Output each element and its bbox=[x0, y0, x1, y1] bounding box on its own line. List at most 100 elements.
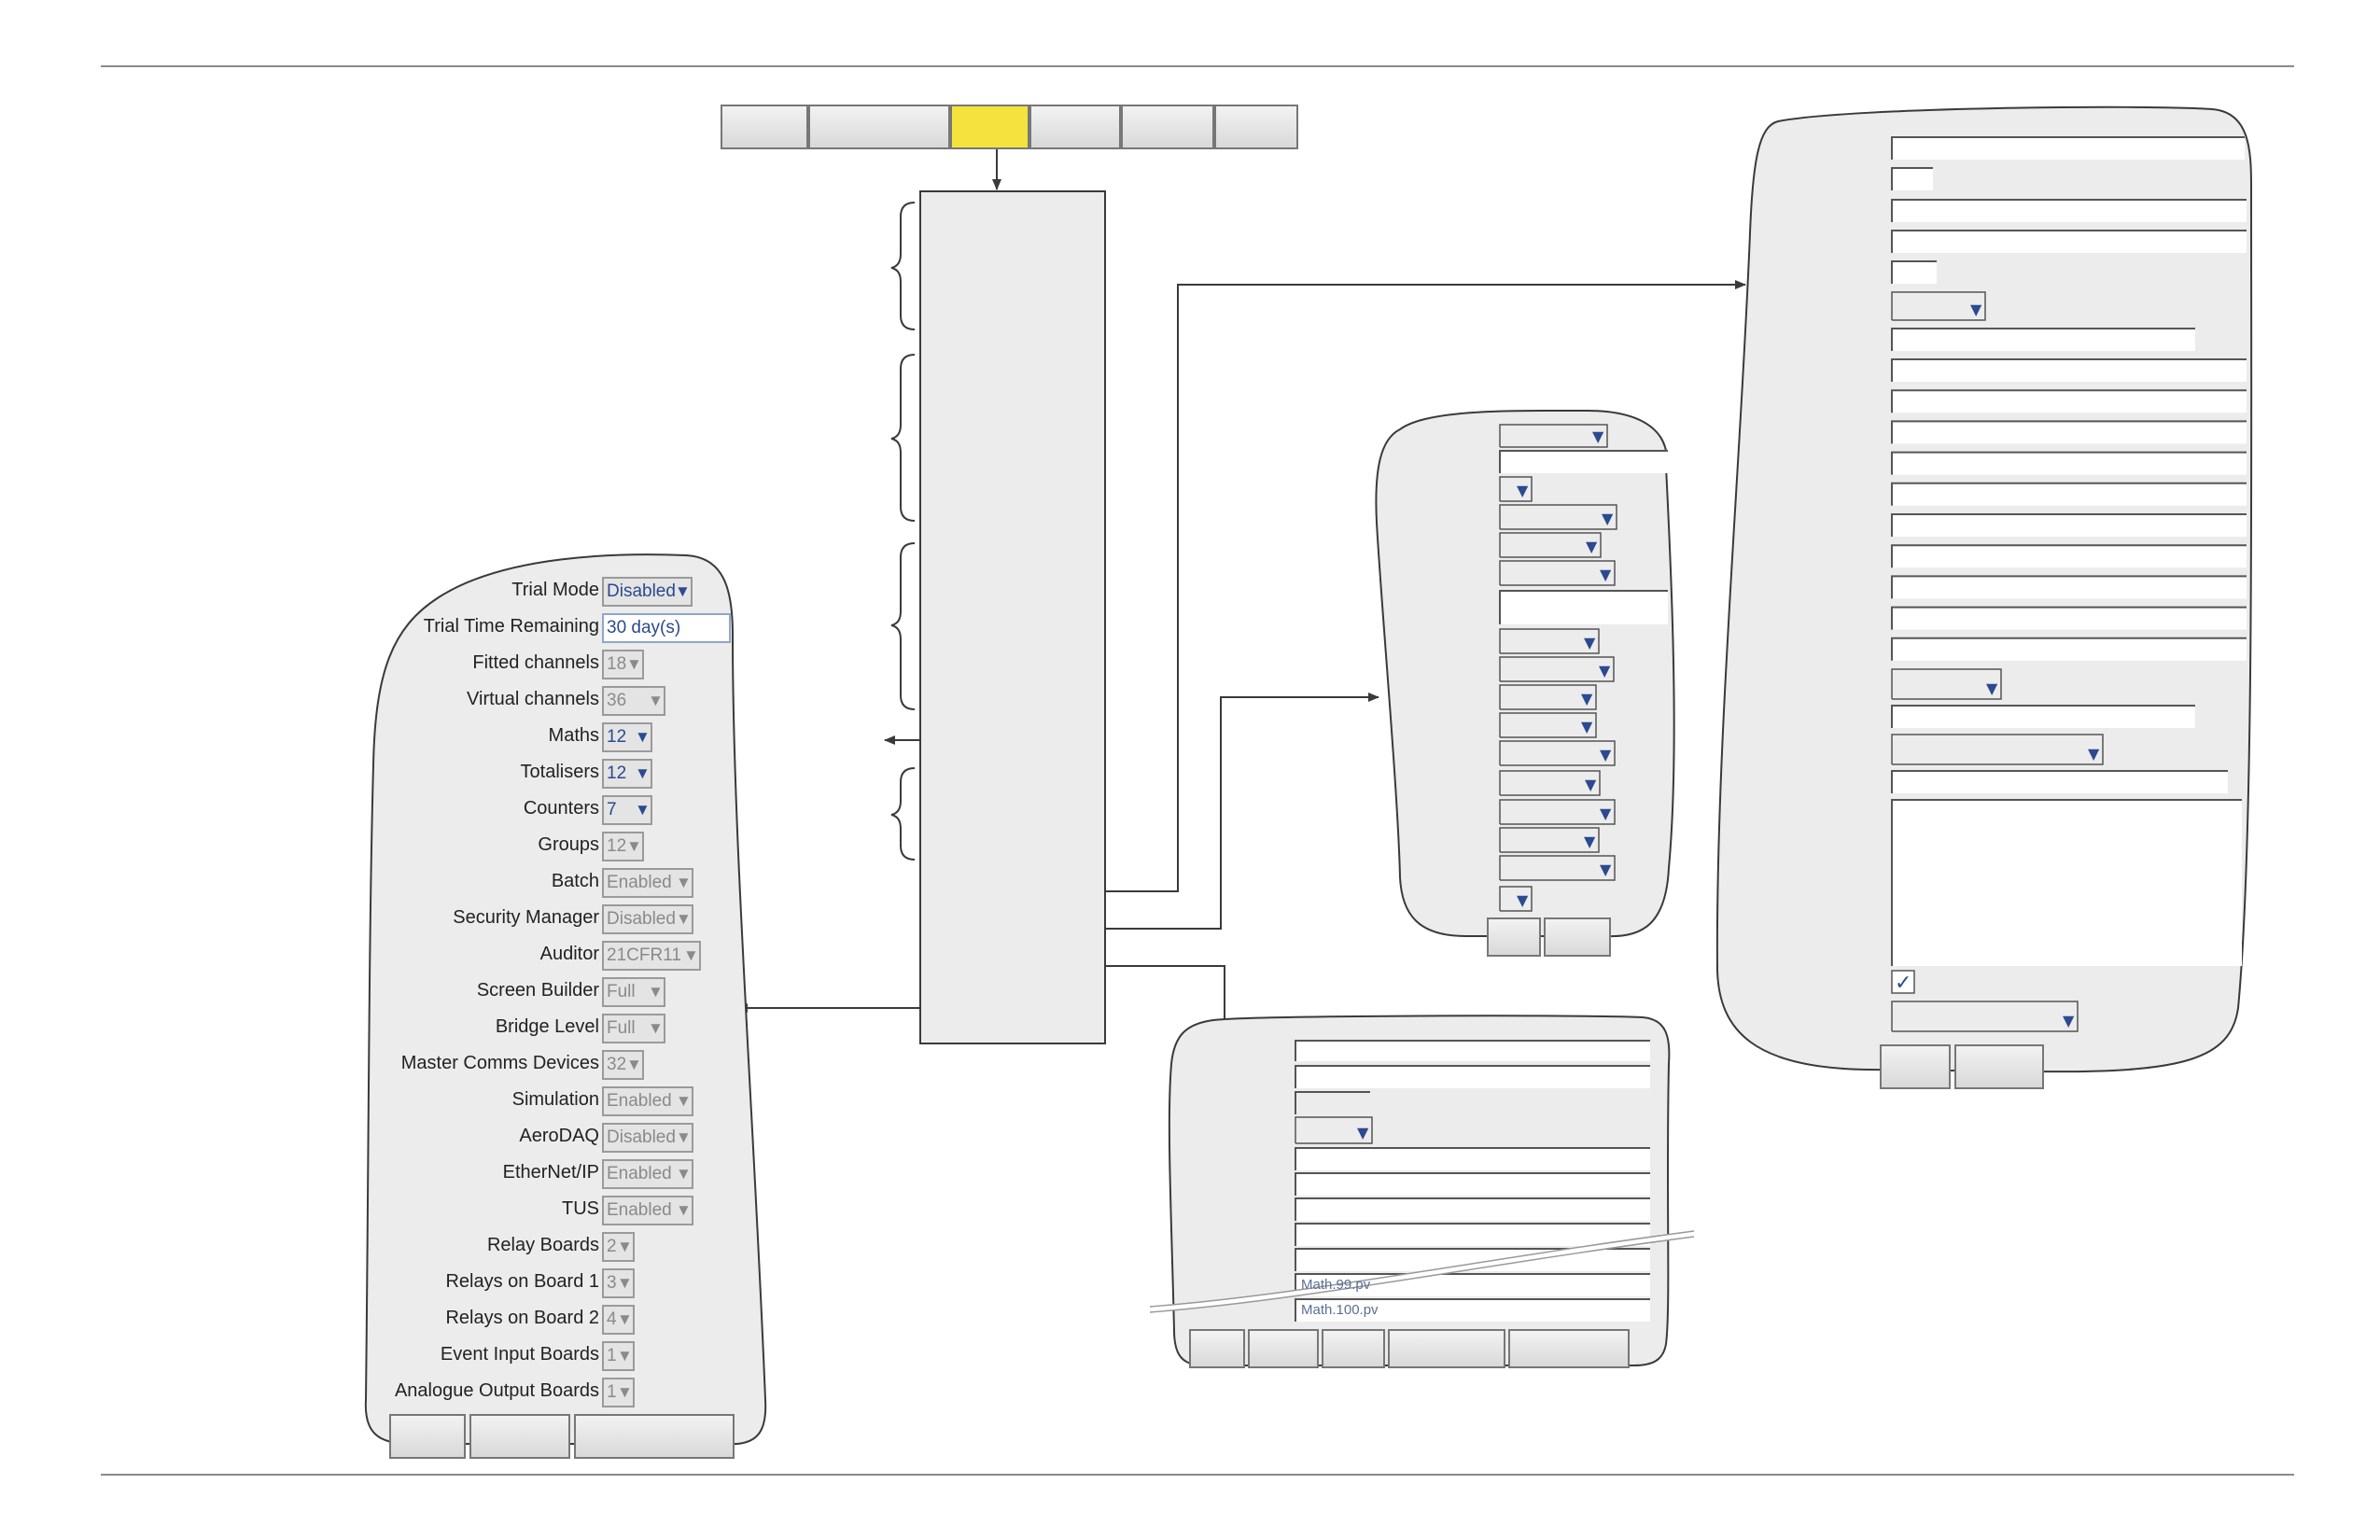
dropdown-arrow-icon[interactable]: ▼ bbox=[683, 946, 699, 964]
right-field-4[interactable] bbox=[1892, 231, 2247, 253]
row-value-14[interactable]: Enabled bbox=[607, 1091, 672, 1111]
dropdown-arrow-icon[interactable]: ▼ bbox=[617, 1238, 633, 1255]
dropdown-arrow-icon[interactable]: ▼ bbox=[1600, 566, 1612, 583]
math-100-item[interactable]: Math.100.pv bbox=[1301, 1302, 1379, 1318]
mid-dropdown-j[interactable] bbox=[1500, 685, 1596, 709]
menu-tab-5[interactable] bbox=[1121, 105, 1214, 149]
dropdown-arrow-icon[interactable]: ▼ bbox=[1581, 718, 1593, 735]
right-field-3[interactable] bbox=[1892, 200, 2247, 222]
dropdown-arrow-icon[interactable]: ▼ bbox=[1517, 482, 1529, 499]
mid-dropdown-i[interactable] bbox=[1500, 657, 1614, 681]
bottom-panel-button-3[interactable] bbox=[1322, 1329, 1385, 1368]
mid-dropdown-o[interactable] bbox=[1500, 828, 1599, 852]
mid-dropdown-q[interactable] bbox=[1500, 887, 1532, 911]
row-value-9[interactable]: Disabled bbox=[607, 909, 676, 929]
mid-dropdown-p[interactable] bbox=[1500, 856, 1615, 880]
dropdown-arrow-icon[interactable]: ▼ bbox=[1602, 510, 1614, 527]
right-field-11[interactable] bbox=[1892, 452, 2247, 475]
menu-tab-1[interactable] bbox=[721, 105, 808, 149]
mid-dropdown-c[interactable] bbox=[1500, 477, 1532, 501]
row-value-5[interactable]: 12 bbox=[607, 763, 627, 783]
bottom-field-3[interactable] bbox=[1295, 1092, 1370, 1114]
dropdown-arrow-icon[interactable]: ▼ bbox=[617, 1383, 633, 1401]
dropdown-arrow-icon[interactable]: ▼ bbox=[1517, 891, 1529, 909]
row-value-2[interactable]: 18 bbox=[607, 654, 627, 674]
mid-dropdown-m[interactable] bbox=[1500, 771, 1600, 795]
row-value-22[interactable]: 1 bbox=[607, 1382, 617, 1402]
bottom-panel-button-2[interactable] bbox=[1248, 1329, 1319, 1368]
right-field-13[interactable] bbox=[1892, 514, 2247, 537]
right-dropdown-6[interactable] bbox=[1892, 292, 1985, 320]
bottom-field-2[interactable] bbox=[1295, 1066, 1650, 1088]
dropdown-arrow-icon[interactable]: ▼ bbox=[617, 1310, 633, 1328]
dropdown-arrow-icon[interactable]: ▼ bbox=[676, 874, 692, 891]
row-value-18[interactable]: 2 bbox=[607, 1237, 617, 1256]
dropdown-arrow-icon[interactable]: ▼ bbox=[1986, 679, 1998, 697]
bottom-panel-button-5[interactable] bbox=[1508, 1329, 1630, 1368]
dropdown-arrow-icon[interactable]: ▼ bbox=[1584, 634, 1596, 651]
bottom-field-1[interactable] bbox=[1295, 1041, 1650, 1061]
left-panel-button-3[interactable] bbox=[574, 1414, 735, 1459]
right-panel-button-2[interactable] bbox=[1954, 1044, 2044, 1089]
right-field-9[interactable] bbox=[1892, 390, 2247, 413]
row-value-7[interactable]: 12 bbox=[607, 836, 627, 856]
right-field-12[interactable] bbox=[1892, 483, 2247, 506]
bottom-list-row-3[interactable] bbox=[1295, 1198, 1650, 1221]
row-value-12[interactable]: Full bbox=[607, 1018, 636, 1038]
bottom-panel-button-1[interactable] bbox=[1189, 1329, 1245, 1368]
right-dropdown-18[interactable] bbox=[1892, 669, 2001, 699]
dropdown-arrow-icon[interactable]: ▼ bbox=[626, 655, 642, 673]
right-field-21[interactable] bbox=[1892, 771, 2228, 793]
dropdown-arrow-icon[interactable]: ▼ bbox=[1600, 746, 1612, 763]
dropdown-arrow-icon[interactable]: ▼ bbox=[1357, 1124, 1369, 1141]
dropdown-arrow-icon[interactable]: ▼ bbox=[2063, 1012, 2075, 1029]
dropdown-arrow-icon[interactable]: ▼ bbox=[635, 728, 651, 746]
dropdown-arrow-icon[interactable]: ▼ bbox=[1599, 662, 1611, 679]
mid-dropdown-h[interactable] bbox=[1500, 629, 1599, 653]
dropdown-arrow-icon[interactable]: ▼ bbox=[635, 764, 651, 782]
right-field-8[interactable] bbox=[1892, 359, 2247, 382]
right-field-10[interactable] bbox=[1892, 421, 2247, 444]
row-value-1[interactable]: 30 day(s) bbox=[607, 618, 681, 637]
right-field-16[interactable] bbox=[1892, 607, 2247, 630]
mid-dropdown-e[interactable] bbox=[1500, 533, 1601, 557]
mid-dropdown-d[interactable] bbox=[1500, 505, 1617, 529]
mid-dropdown-k[interactable] bbox=[1500, 713, 1596, 737]
dropdown-arrow-icon[interactable]: ▼ bbox=[675, 582, 691, 600]
right-text-area[interactable] bbox=[1892, 800, 2242, 966]
row-value-21[interactable]: 1 bbox=[607, 1346, 617, 1365]
dropdown-arrow-icon[interactable]: ▼ bbox=[1585, 776, 1597, 793]
mid-dropdown-a[interactable] bbox=[1500, 425, 1607, 447]
dropdown-arrow-icon[interactable]: ▼ bbox=[2088, 745, 2100, 763]
right-panel-button-1[interactable] bbox=[1880, 1044, 1951, 1089]
dropdown-arrow-icon[interactable]: ▼ bbox=[648, 983, 664, 1001]
dropdown-arrow-icon[interactable]: ▼ bbox=[626, 1056, 642, 1073]
mid-dropdown-n[interactable] bbox=[1500, 800, 1615, 824]
menu-tab-6[interactable] bbox=[1214, 105, 1298, 149]
row-value-20[interactable]: 4 bbox=[607, 1309, 617, 1329]
bottom-list-row-1[interactable] bbox=[1295, 1148, 1650, 1170]
row-value-15[interactable]: Disabled bbox=[607, 1127, 676, 1147]
mid-field-g[interactable] bbox=[1500, 591, 1668, 624]
row-value-10[interactable]: 21CFR11 bbox=[607, 945, 681, 965]
dropdown-arrow-icon[interactable]: ▼ bbox=[626, 837, 642, 855]
left-panel-button-2[interactable] bbox=[469, 1414, 570, 1459]
right-field-5[interactable] bbox=[1892, 261, 1937, 284]
right-field-1[interactable] bbox=[1892, 137, 2245, 160]
dropdown-arrow-icon[interactable]: ▼ bbox=[676, 910, 692, 928]
dropdown-arrow-icon[interactable]: ▼ bbox=[676, 1165, 692, 1183]
row-value-16[interactable]: Enabled bbox=[607, 1164, 672, 1183]
dropdown-arrow-icon[interactable]: ▼ bbox=[1970, 301, 1982, 318]
dropdown-arrow-icon[interactable]: ▼ bbox=[648, 1019, 664, 1037]
dropdown-arrow-icon[interactable]: ▼ bbox=[617, 1274, 633, 1292]
dropdown-arrow-icon[interactable]: ▼ bbox=[617, 1347, 633, 1365]
right-field-14[interactable] bbox=[1892, 545, 2247, 568]
mid-dropdown-f[interactable] bbox=[1500, 561, 1615, 585]
bottom-list-math-100[interactable] bbox=[1295, 1299, 1650, 1322]
mid-dropdown-l[interactable] bbox=[1500, 741, 1615, 765]
bottom-dropdown-4[interactable] bbox=[1295, 1117, 1372, 1143]
row-value-13[interactable]: 32 bbox=[607, 1055, 627, 1074]
menu-tab-2[interactable] bbox=[808, 105, 950, 149]
dropdown-arrow-icon[interactable]: ▼ bbox=[676, 1201, 692, 1219]
dropdown-arrow-icon[interactable]: ▼ bbox=[1581, 690, 1593, 707]
